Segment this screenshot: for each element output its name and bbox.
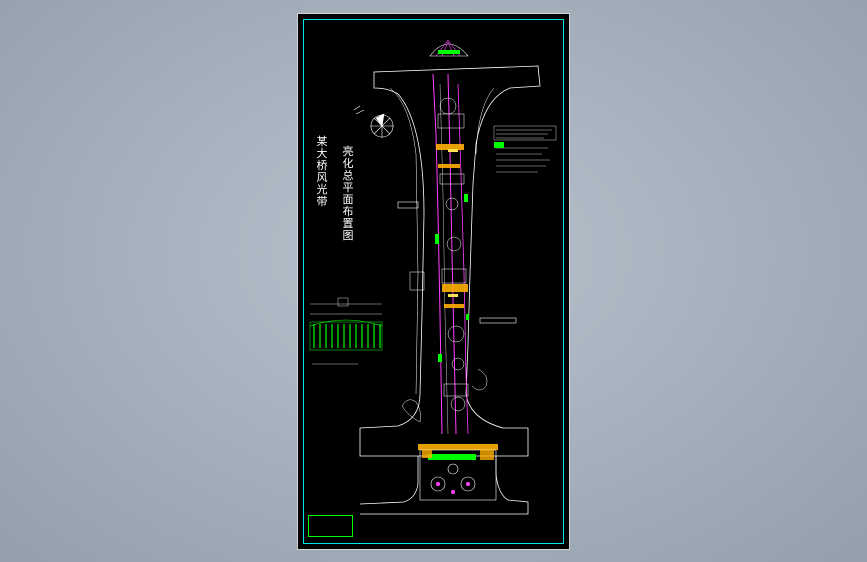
fan-ornament-icon: [429, 39, 469, 57]
legend-table: [310, 297, 382, 365]
site-plan-drawing: [309, 39, 557, 515]
right-side-stub: [479, 317, 517, 324]
inner-road-line-right: [475, 87, 495, 155]
notes-block: [493, 125, 557, 173]
left-garden: [401, 399, 421, 423]
inner-road-line: [389, 87, 419, 395]
drawing-subtitle: 亮化总平面布置图: [342, 145, 354, 242]
drawing-border: [303, 19, 564, 544]
left-side-stub: [397, 201, 419, 209]
lower-plaza: [419, 449, 497, 501]
top-road-outline: [359, 65, 541, 457]
left-lower-stub: [409, 271, 425, 291]
right-garden: [471, 368, 488, 391]
legend-green-bars: [309, 319, 383, 351]
bottom-road-outline: [359, 456, 529, 515]
cad-drawing-viewport[interactable]: 某大桥风光带 亮化总平面布置图: [297, 13, 570, 550]
drawing-title: 某大桥风光带: [316, 135, 328, 208]
north-arrow-icon: [353, 105, 394, 138]
title-block: [308, 515, 353, 537]
